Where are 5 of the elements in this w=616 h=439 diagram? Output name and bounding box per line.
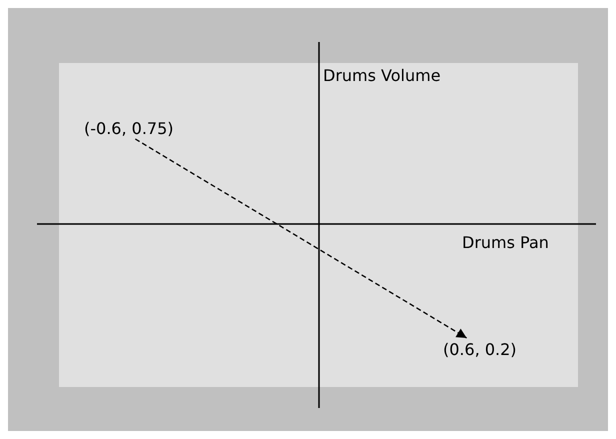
axis-label: Drums Volume <box>323 66 441 86</box>
point-label: (0.6, 0.2) <box>443 340 517 360</box>
point-label: (-0.6, 0.75) <box>84 119 174 139</box>
axis-label: Drums Pan <box>462 233 549 253</box>
arrow <box>134 138 468 339</box>
